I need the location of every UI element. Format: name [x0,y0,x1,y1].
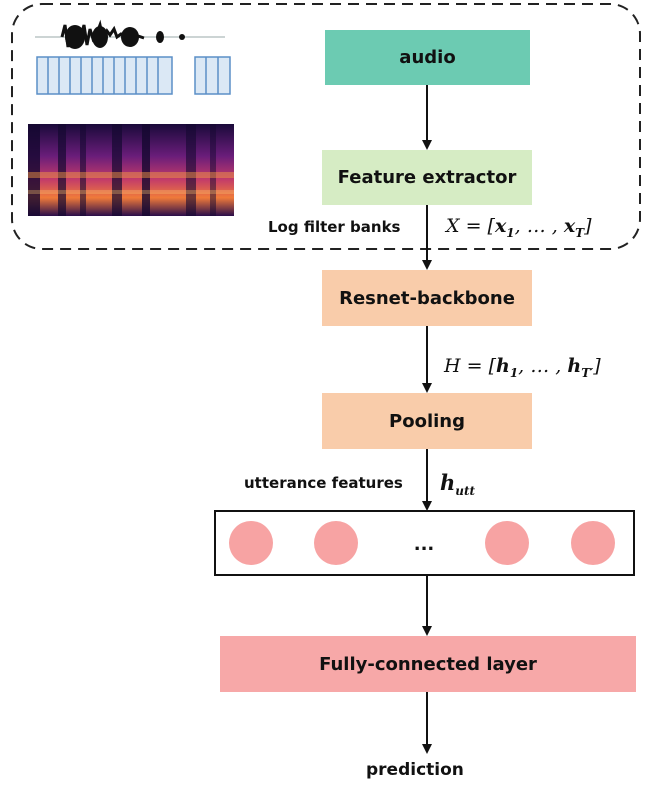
frame-blocks [36,56,231,95]
preprocessing-region [11,3,641,250]
waveform-image [35,19,225,49]
prediction-label: prediction [366,760,464,780]
neuron-1 [229,521,273,565]
resnet-backbone-label: Resnet-backbone [339,287,515,309]
neuron-4 [571,521,615,565]
resnet-backbone-node: Resnet-backbone [322,270,532,326]
utterance-feature-layer [214,510,635,576]
x-sequence-formula: X = [x1, … , xT] [446,215,592,240]
feature-extractor-node: Feature extractor [322,150,532,205]
neuron-2 [314,521,358,565]
h-sequence-formula: H = [h1, … , hT′] [444,355,601,380]
fully-connected-label: Fully-connected layer [319,653,537,675]
utterance-features-label: utterance features [244,474,403,492]
fully-connected-node: Fully-connected layer [220,636,636,692]
pooling-node: Pooling [322,393,532,449]
feature-extractor-label: Feature extractor [337,167,517,188]
log-filter-banks-label: Log filter banks [268,218,401,236]
neuron-3 [485,521,529,565]
spectrogram-image [28,124,234,216]
audio-label: audio [399,47,456,68]
pooling-label: Pooling [389,410,465,432]
audio-node: audio [325,30,530,85]
h-utt-formula: hutt [440,470,476,499]
neuron-ellipsis: ... [414,534,435,555]
